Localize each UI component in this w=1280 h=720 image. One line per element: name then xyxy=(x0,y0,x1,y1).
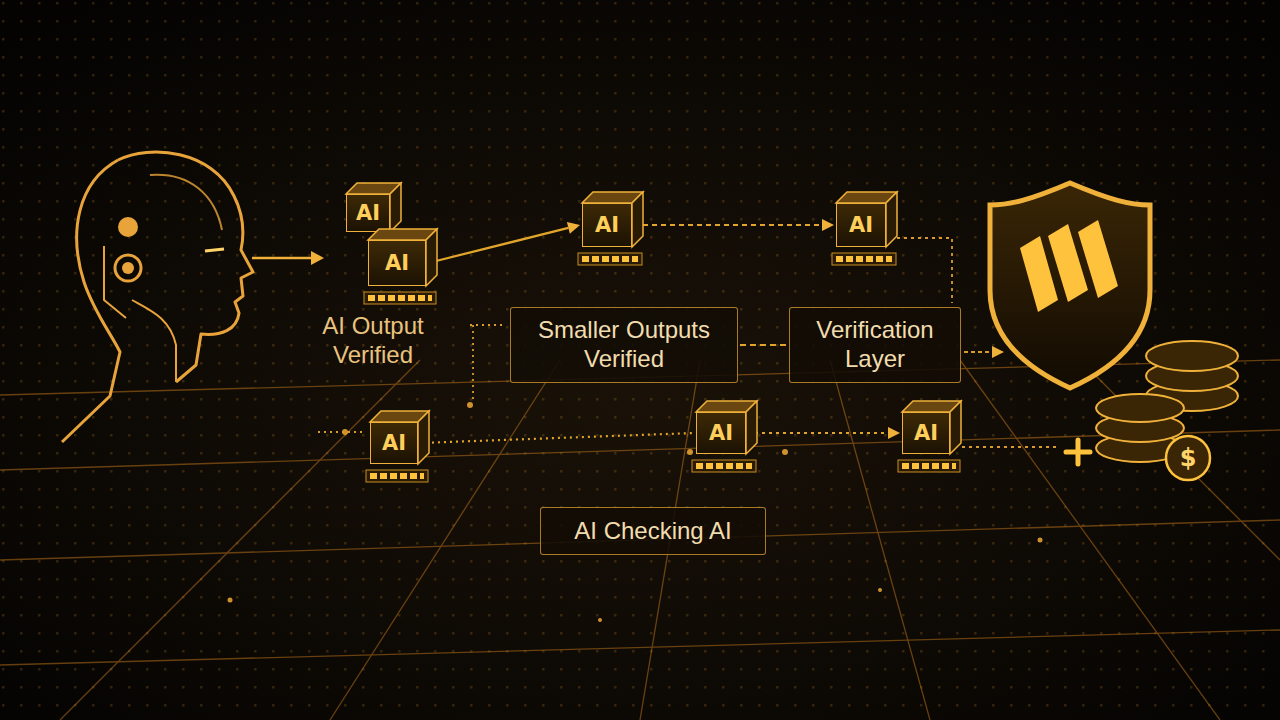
node-text: AI xyxy=(709,421,733,445)
node-text: AI xyxy=(914,421,938,445)
ai-cube: AI xyxy=(836,203,886,247)
cube-side xyxy=(746,401,757,454)
grid-sparkles xyxy=(228,402,1043,622)
node-text: AI xyxy=(385,251,409,275)
cube-side xyxy=(950,401,961,454)
process-box: AI Checking AI xyxy=(540,507,766,555)
cube-side xyxy=(418,411,429,464)
node-text: AI xyxy=(356,201,380,225)
head-arrow-head xyxy=(311,251,324,265)
cube-side xyxy=(426,229,437,286)
arrow-head xyxy=(567,222,580,234)
caption-label: AI Output Verified xyxy=(303,312,443,370)
arrow-head xyxy=(888,427,900,439)
head-circuit-node xyxy=(118,217,138,237)
ai-cube: AI xyxy=(370,422,418,464)
node-text: AI Checking AI xyxy=(574,517,731,546)
process-box: Smaller Outputs Verified xyxy=(510,307,738,383)
head-ear-dot xyxy=(122,262,134,274)
connector xyxy=(428,228,568,263)
ai-cube: AI xyxy=(582,203,632,247)
coin: $ xyxy=(1164,434,1212,482)
shield xyxy=(990,183,1150,388)
cube-bases xyxy=(364,253,960,482)
ai-cube: AI xyxy=(346,194,390,232)
perspective-grid xyxy=(0,360,1280,720)
connector xyxy=(420,433,694,443)
ai-cube: AI xyxy=(696,412,746,454)
shield-arrow-head xyxy=(992,346,1004,358)
plus-sign xyxy=(1066,440,1090,464)
process-box: Verification Layer xyxy=(789,307,961,383)
head-ear xyxy=(115,255,141,281)
node-text: Smaller Outputs Verified xyxy=(521,316,727,374)
node-text: Verification Layer xyxy=(800,316,950,374)
coin-stacks xyxy=(1096,341,1238,462)
cube-side xyxy=(632,192,643,247)
ai-cube: AI xyxy=(902,412,950,454)
arrow-head xyxy=(822,219,834,231)
connector xyxy=(748,432,888,434)
node-text: AI xyxy=(595,213,619,237)
head-arrow-line xyxy=(252,257,312,260)
ai-cube: AI xyxy=(368,240,426,286)
connector xyxy=(740,344,787,346)
cube-side xyxy=(390,183,401,232)
node-text: AI xyxy=(382,431,406,455)
ai-head-profile xyxy=(62,152,253,442)
shield-logo xyxy=(1020,220,1118,312)
node-text: $ xyxy=(1180,444,1197,472)
cube-side xyxy=(886,192,897,247)
coin-circle xyxy=(1166,436,1210,480)
connector xyxy=(634,224,822,226)
node-text: AI xyxy=(849,213,873,237)
